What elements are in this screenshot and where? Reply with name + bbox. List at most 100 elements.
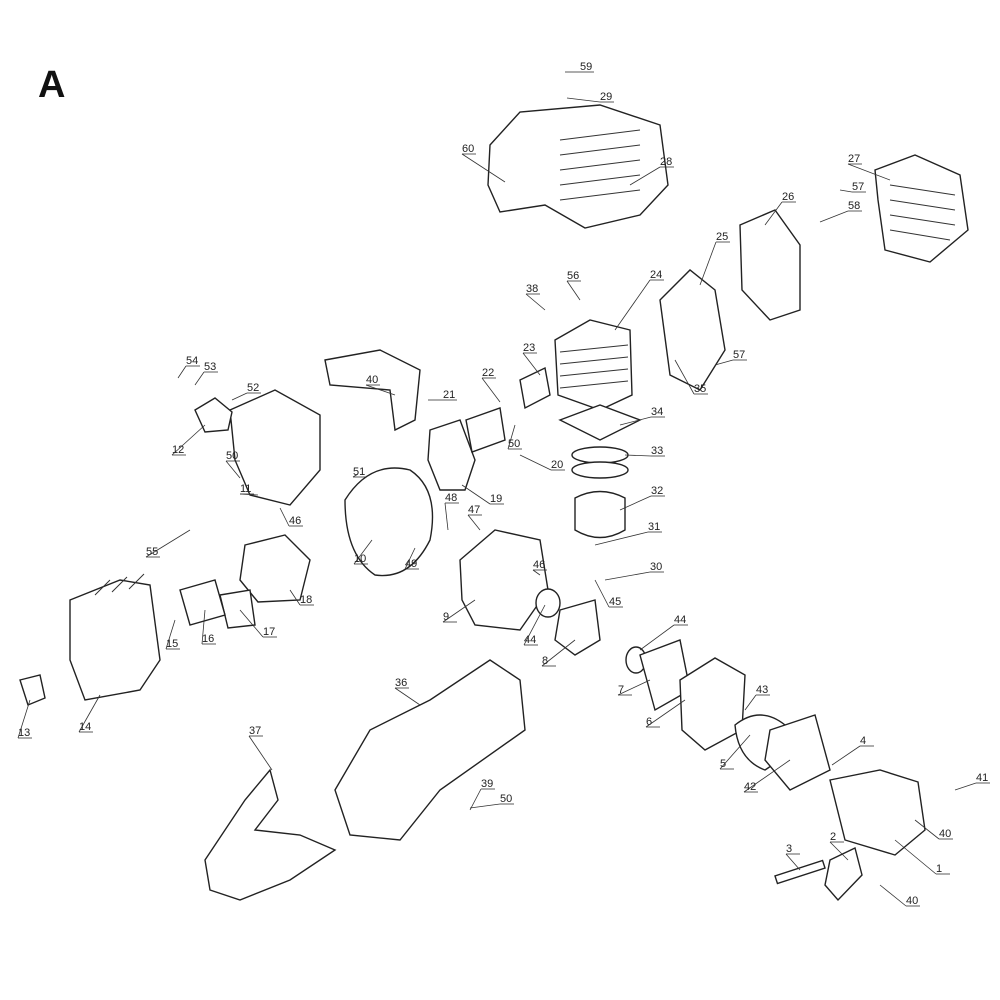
leader-line (194, 371, 205, 386)
leader-line (461, 484, 491, 505)
part-number-label: 48 (445, 492, 457, 504)
callout-28: 28 (629, 156, 674, 186)
callout-51: 51 (352, 466, 367, 478)
part-number-label: 46 (533, 559, 545, 571)
part-number-label: 43 (756, 684, 768, 696)
part-number-label: 11 (240, 483, 251, 495)
leader-line (481, 377, 501, 403)
callout-36: 36 (394, 677, 421, 706)
callout-11: 11 (239, 483, 259, 496)
part-number-label: 50 (508, 438, 520, 450)
part-number-label: 12 (172, 444, 184, 456)
callout-17: 17 (239, 609, 277, 638)
leader-line (619, 416, 652, 426)
leader-line (171, 424, 206, 456)
part-number-label: 17 (263, 626, 275, 638)
callout-53: 53 (194, 361, 218, 386)
leader-line (239, 609, 264, 638)
part-number-label: 38 (526, 283, 538, 295)
clutch-plate (764, 714, 831, 791)
callout-26: 26 (764, 191, 796, 226)
choke-knob (19, 674, 46, 706)
leader-line (624, 454, 652, 457)
callout-60: 60 (461, 143, 506, 183)
part-number-label: 49 (405, 558, 417, 570)
part-number-label: 59 (580, 61, 592, 73)
part-number-label: 53 (204, 361, 216, 373)
part-number-label: 8 (542, 655, 548, 667)
recoil-starter-cover (229, 389, 321, 506)
cylinder (554, 319, 633, 411)
leader-line (507, 424, 516, 450)
callout-59: 59 (565, 61, 594, 73)
leader-line (619, 495, 652, 511)
part-number-label: 28 (660, 156, 672, 168)
part-number-label: 10 (354, 553, 366, 565)
part-number-label: 52 (247, 382, 259, 394)
crankshaft (554, 599, 601, 656)
part-number-label: 34 (651, 406, 663, 418)
part-number-label: 35 (694, 383, 706, 395)
callout-24: 24 (614, 269, 664, 331)
callout-5: 5 (719, 734, 751, 770)
part-number-label: 32 (651, 485, 663, 497)
part-number-label: 58 (848, 200, 860, 212)
callout-4: 4 (831, 735, 874, 766)
muffler (659, 269, 726, 391)
parts-group (19, 104, 969, 902)
leader-line (785, 853, 801, 871)
callout-14: 14 (78, 694, 101, 733)
callout-30: 30 (604, 561, 664, 581)
part-number-label: 2 (830, 831, 836, 843)
leader-line (352, 473, 359, 478)
leader-line (847, 163, 891, 181)
callout-50: 50 (469, 793, 514, 809)
starter-pawl (824, 847, 863, 902)
callout-46: 46 (532, 559, 547, 576)
leader-line (674, 359, 695, 395)
part-number-label: 15 (166, 638, 178, 650)
leader-line (719, 734, 751, 770)
leader-line (177, 365, 187, 379)
callout-39: 39 (469, 778, 495, 811)
muffler-cover (874, 154, 969, 263)
part-number-label: 42 (744, 781, 756, 793)
leader-line (594, 531, 649, 546)
callout-8: 8 (541, 639, 576, 667)
leader-line (145, 529, 191, 558)
callout-40: 40 (365, 374, 396, 396)
callout-9: 9 (442, 599, 476, 623)
part-number-label: 9 (443, 611, 449, 623)
callout-54: 54 (177, 355, 200, 379)
piston-ring-2 (571, 461, 629, 479)
callout-48: 48 (444, 492, 459, 531)
callout-44: 44 (523, 604, 546, 646)
callout-13: 13 (17, 699, 32, 739)
bearing-1 (535, 588, 561, 618)
leader-line (248, 735, 273, 771)
part-number-label: 29 (600, 91, 612, 103)
leader-line (231, 392, 248, 401)
cylinder-gasket (558, 404, 642, 441)
leader-line (629, 166, 661, 186)
leader-line (522, 352, 541, 376)
part-number-label: 44 (674, 614, 686, 626)
leader-line (461, 153, 506, 183)
leader-line (819, 210, 849, 223)
leader-line (743, 759, 791, 793)
part-number-label: 5 (720, 758, 726, 770)
callout-15: 15 (165, 619, 180, 650)
leader-line (469, 803, 501, 809)
callout-25: 25 (699, 231, 730, 286)
leader-line (744, 694, 757, 711)
part-number-label: 60 (462, 143, 474, 155)
part-number-label: 36 (395, 677, 407, 689)
part-number-label: 54 (186, 355, 198, 367)
fuel-tank (334, 659, 526, 841)
part-number-label: 51 (353, 466, 365, 478)
part-number-label: 57 (733, 349, 745, 361)
callout-35: 35 (674, 359, 708, 395)
leader-line (225, 460, 241, 479)
callout-27: 27 (847, 153, 891, 181)
